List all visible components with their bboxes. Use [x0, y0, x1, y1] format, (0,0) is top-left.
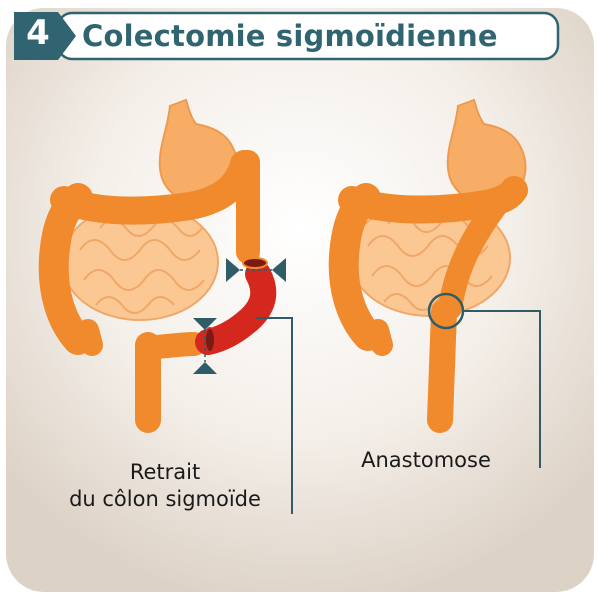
caption-left-line1: Retrait	[30, 459, 300, 486]
page-title: Colectomie sigmoïdienne	[82, 16, 498, 56]
caption-left: Retrait du côlon sigmoïde	[30, 459, 300, 513]
step-number: 4	[16, 11, 60, 55]
caption-right: Anastomose	[346, 447, 506, 474]
caption-left-line2: du côlon sigmoïde	[30, 486, 300, 513]
